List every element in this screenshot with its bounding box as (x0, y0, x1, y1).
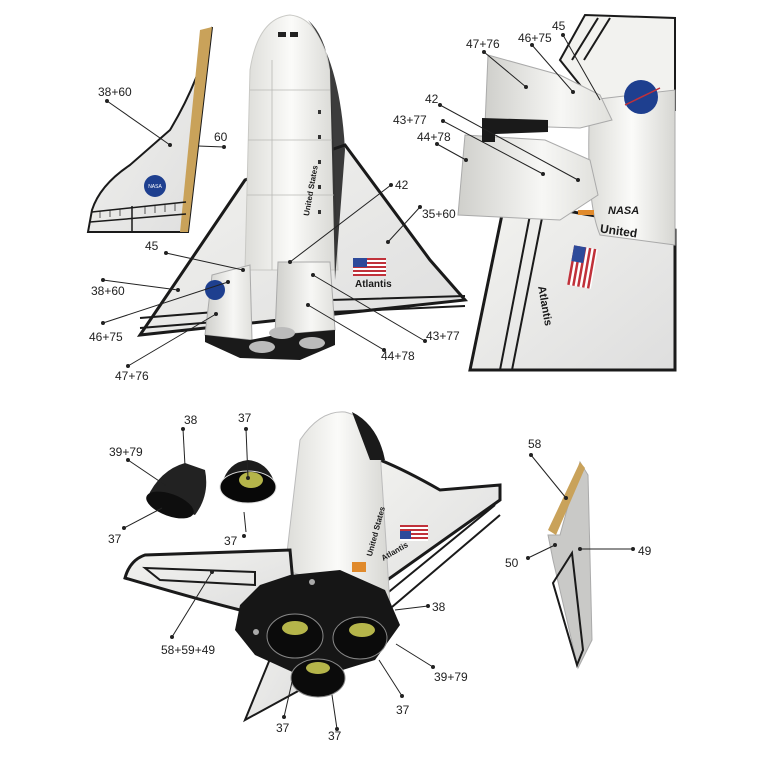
part-label: 45 (552, 19, 566, 33)
part-label: 39+79 (434, 670, 468, 684)
part-label: 43+77 (393, 113, 427, 127)
part-label: 60 (214, 130, 228, 144)
svg-text:NASA: NASA (148, 184, 162, 190)
shuttle-engine-view (123, 411, 502, 723)
part-label: 37 (224, 534, 238, 548)
leader-lines-top-left (101, 99, 427, 368)
leader-lines-top-right (435, 33, 601, 182)
part-label: 44+78 (417, 130, 451, 144)
part-label: 46+75 (518, 31, 552, 45)
atlantis-decal: Atlantis (355, 279, 392, 290)
part-label: 38+60 (91, 284, 125, 298)
part-label: 58+59+49 (161, 643, 216, 657)
nasa-worm-decal: NASA (608, 205, 640, 217)
nasa-logo-icon (144, 175, 166, 197)
part-label: 44+78 (381, 349, 415, 363)
part-label: 58 (528, 437, 542, 451)
part-label: 43+77 (426, 329, 460, 343)
part-label: 38 (432, 600, 446, 614)
part-label: 37 (276, 721, 290, 735)
shuttle-rear-view (136, 14, 469, 360)
part-label: 49 (638, 544, 652, 558)
oms-pod-closeup-art (457, 13, 677, 375)
part-label: 46+75 (89, 330, 123, 344)
part-label: 38+60 (98, 85, 132, 99)
part-label: 42 (395, 178, 409, 192)
tail-fin-part: NASA (86, 26, 213, 233)
part-label: 47+76 (466, 37, 500, 51)
leader-lines-bottom (122, 427, 635, 731)
part-label: 47+76 (115, 369, 149, 383)
part-label: 37 (238, 411, 252, 425)
part-label: 37 (108, 532, 122, 546)
part-label: 45 (145, 239, 159, 253)
part-label: 35+60 (422, 207, 456, 221)
part-label: 50 (505, 556, 519, 570)
rudder-fin-part (547, 460, 593, 670)
part-label: 37 (396, 703, 410, 717)
part-label: 39+79 (109, 445, 143, 459)
loose-nozzles (146, 460, 277, 519)
part-label: 38 (184, 413, 198, 427)
part-label: 42 (425, 92, 439, 106)
part-label: 37 (328, 729, 342, 743)
